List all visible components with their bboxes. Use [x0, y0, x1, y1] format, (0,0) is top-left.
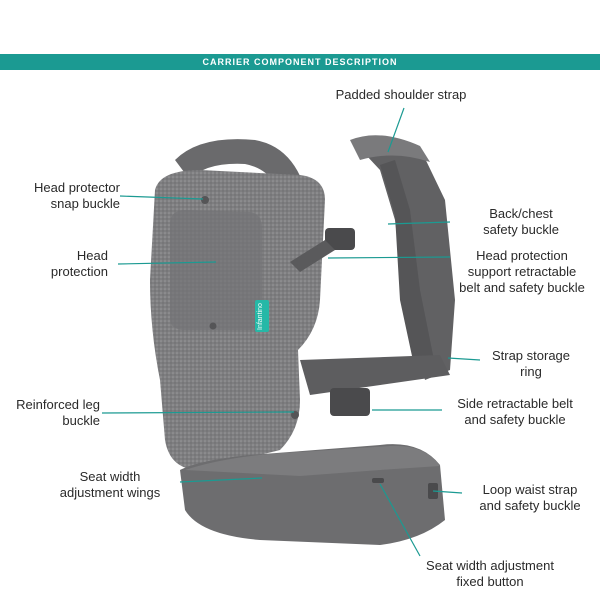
leader-reinforced-leg-buckle	[101, 411, 295, 414]
leader-loop-waist-strap	[432, 490, 463, 494]
chest-strap	[290, 240, 335, 272]
shoulder-pad-right	[350, 135, 430, 162]
waist-button	[372, 478, 384, 483]
inner-strap	[380, 160, 435, 370]
leader-strap-storage-ring	[447, 357, 481, 361]
banner-title: CARRIER COMPONENT DESCRIPTION	[202, 57, 398, 67]
leader-lines	[101, 107, 481, 557]
label-head-protection-support: Head protection support retractable belt…	[459, 248, 585, 295]
head-protection-panel	[170, 210, 262, 330]
label-loop-waist-strap: Loop waist strap and safety buckle	[479, 482, 581, 513]
side-belt	[300, 355, 450, 395]
section-banner: CARRIER COMPONENT DESCRIPTION	[0, 54, 600, 70]
label-seat-width-fixed-button: Seat width adjustment fixed button	[426, 558, 554, 589]
leader-head-protection	[117, 261, 217, 265]
leader-padded-shoulder-strap	[387, 107, 405, 153]
leader-seat-width-wings	[179, 477, 263, 483]
label-head-protector-snap-buckle: Head protector snap buckle	[34, 180, 120, 211]
label-padded-shoulder-strap: Padded shoulder strap	[335, 87, 467, 102]
label-reinforced-leg-buckle: Reinforced leg buckle	[16, 397, 100, 428]
label-strap-storage-ring: Strap storage ring	[491, 348, 571, 379]
snap-button-top	[201, 196, 209, 204]
label-seat-width-adjustment-wings: Seat width adjustment wings	[59, 469, 161, 500]
waist-belt-top	[185, 445, 440, 476]
leader-back-chest-buckle	[387, 221, 451, 225]
label-head-protection: Head protection	[50, 248, 108, 279]
leader-head-protection-support	[327, 256, 451, 259]
logo-text: Infantino	[257, 303, 264, 330]
logo-tag	[255, 300, 269, 332]
chest-buckle	[325, 228, 355, 250]
leg-buckle-snap	[291, 411, 299, 419]
shoulder-strap-left	[175, 139, 310, 215]
label-side-retractable-belt: Side retractable belt and safety buckle	[457, 396, 573, 427]
label-back-chest-safety-buckle: Back/chest safety buckle	[483, 206, 559, 237]
leader-head-protector-snap	[119, 195, 204, 200]
leader-seat-width-button	[379, 483, 421, 557]
side-buckle	[330, 388, 370, 416]
snap-button-mid	[209, 322, 217, 330]
